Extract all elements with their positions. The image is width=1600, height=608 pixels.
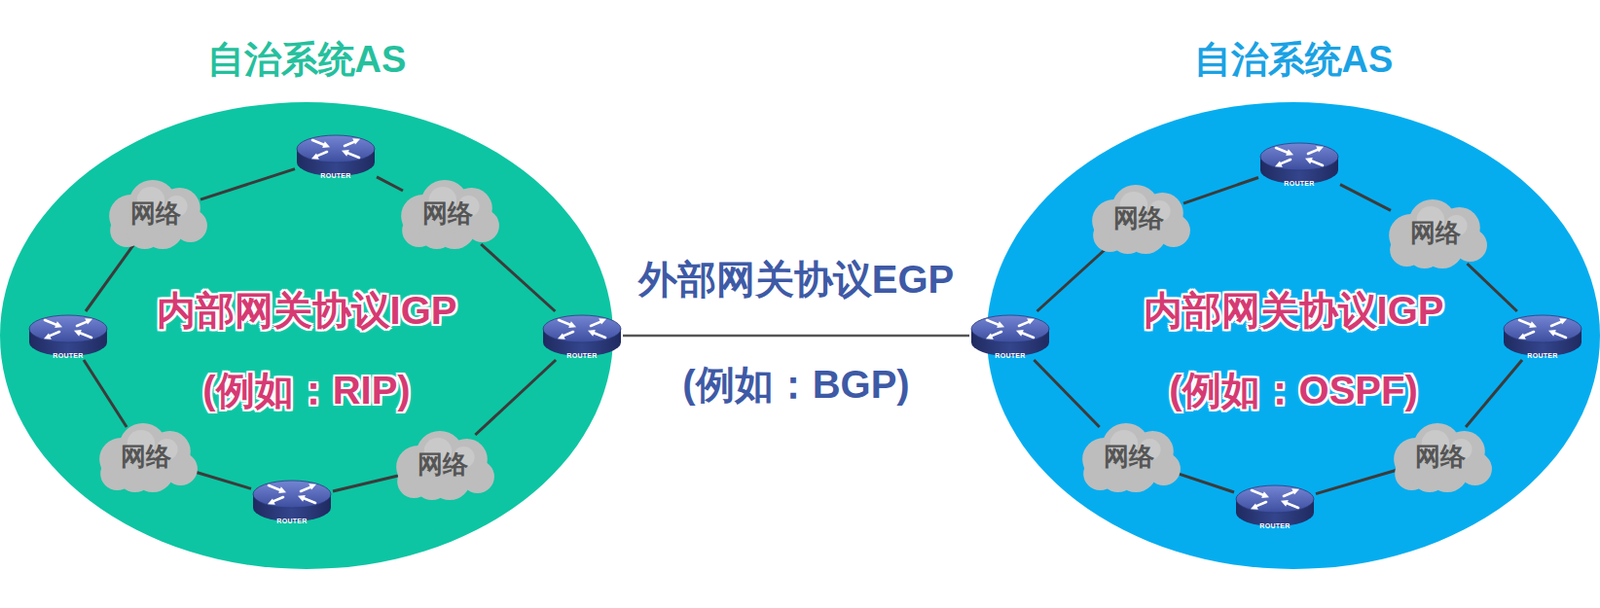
network-link [200, 169, 295, 200]
text-slot: ROUTER [1258, 172, 1341, 190]
text-slot: 网络 [101, 177, 211, 252]
network-link [474, 360, 556, 436]
autonomous-system: 自治系统AS内部网关协议IGP(例如：RIP)ROUTER网络网络ROUTERR… [0, 102, 614, 570]
router-label: ROUTER [320, 172, 351, 181]
as-ellipse-fill [986, 102, 1600, 570]
router-node: ROUTER [294, 131, 377, 181]
network-cloud: 网络 [1381, 196, 1491, 271]
network-cloud: 网络 [1074, 420, 1184, 495]
network-cloud: 网络 [1385, 420, 1495, 495]
egp-link [622, 334, 970, 338]
icon-use [971, 315, 1050, 357]
network-label: 网络 [422, 198, 473, 229]
text-slot: ROUTER [27, 344, 110, 363]
text-slot: 网络 [1381, 196, 1491, 271]
text-slot: 网络 [1074, 420, 1184, 495]
network-link [1183, 178, 1259, 205]
igp-label: 内部网关协议IGP [1143, 287, 1445, 334]
router-label: ROUTER [566, 352, 597, 361]
icon-use [396, 431, 495, 501]
text-slot: ROUTER [251, 509, 333, 528]
network-link [1340, 184, 1391, 212]
igp-label: 内部网关协议IGP [156, 287, 458, 334]
network-link [83, 360, 127, 428]
icon-use [1393, 423, 1492, 493]
network-link [85, 244, 135, 312]
edge-label: 外部网关协议EGP [638, 255, 954, 303]
router-node: ROUTER [969, 311, 1052, 361]
router-node: ROUTER [1234, 481, 1316, 531]
network-link [332, 475, 399, 492]
text-slot: ROUTER [294, 164, 377, 182]
icon-use [253, 480, 331, 522]
icon-use [99, 423, 198, 493]
network-label: 网络 [120, 441, 172, 473]
protocol-example: (例如：BGP) [682, 361, 910, 408]
network-label: 网络 [417, 449, 469, 480]
network-link [376, 177, 403, 191]
text-slot: 网络 [1385, 420, 1495, 495]
network-label: 网络 [1113, 203, 1164, 234]
igp-label: (例如：OSPF) [1168, 366, 1419, 414]
router-node: ROUTER [27, 311, 110, 361]
icon-use [1082, 423, 1181, 493]
network-link [480, 244, 555, 312]
network-link [1173, 472, 1235, 493]
network-label: 网络 [1410, 218, 1461, 249]
router-node: ROUTER [541, 311, 623, 361]
text-slot: 自治系统AS [0, 37, 614, 83]
network-label: 网络 [1415, 441, 1466, 473]
network-cloud: 网络 [101, 177, 211, 252]
icon-use [1091, 184, 1191, 255]
network-cloud: 网络 [388, 428, 498, 503]
icon-use [109, 180, 208, 250]
text-slot: 网络 [393, 177, 503, 252]
icon-use [1236, 485, 1314, 527]
network-label: 网络 [130, 198, 182, 229]
network-link [190, 471, 252, 490]
router-label: ROUTER [1527, 352, 1558, 361]
igp-label: (例如：RIP) [202, 366, 410, 414]
icon-use [543, 315, 621, 357]
as-title: 自治系统AS [207, 37, 407, 83]
text-slot: 网络 [1084, 181, 1194, 256]
text-slot: 网络 [388, 428, 498, 503]
network-link [1037, 249, 1106, 312]
router-node: ROUTER [1501, 311, 1584, 361]
router-label: ROUTER [1259, 522, 1290, 531]
text-slot: ROUTER [1234, 514, 1316, 533]
text-slot: ROUTER [969, 344, 1052, 363]
text-slot: 网络 [91, 420, 201, 495]
text-slot: 外部网关协议EGP [638, 255, 954, 303]
network-cloud: 网络 [1084, 181, 1194, 256]
network-link [1315, 471, 1396, 495]
as-title: 自治系统AS [1194, 37, 1394, 83]
router-label: ROUTER [1283, 180, 1314, 188]
autonomous-system: 自治系统AS内部网关协议IGP(例如：OSPF)ROUTER网络网络ROUTER… [986, 102, 1600, 570]
text-slot: ROUTER [1501, 344, 1584, 363]
network-link [1466, 263, 1517, 312]
network-link [1465, 360, 1523, 428]
router-label: ROUTER [276, 517, 307, 526]
icon-use [1388, 199, 1488, 269]
network-cloud: 网络 [91, 420, 201, 495]
network-label: 网络 [1103, 441, 1155, 473]
text-slot: (例如：BGP) [682, 361, 910, 408]
icon-use [29, 315, 108, 357]
text-slot: ROUTER [541, 344, 623, 363]
network-link [1033, 360, 1099, 428]
as-ellipse-fill [0, 102, 614, 570]
icon-use [296, 135, 375, 177]
router-label: ROUTER [994, 352, 1025, 361]
router-node: ROUTER [251, 476, 333, 526]
icon-use [400, 180, 500, 250]
icon-use [1260, 143, 1339, 184]
router-label: ROUTER [52, 352, 83, 361]
network-cloud: 网络 [393, 177, 503, 252]
router-node: ROUTER [1258, 139, 1341, 188]
icon-use [1503, 315, 1582, 357]
text-slot: 自治系统AS [986, 37, 1600, 83]
